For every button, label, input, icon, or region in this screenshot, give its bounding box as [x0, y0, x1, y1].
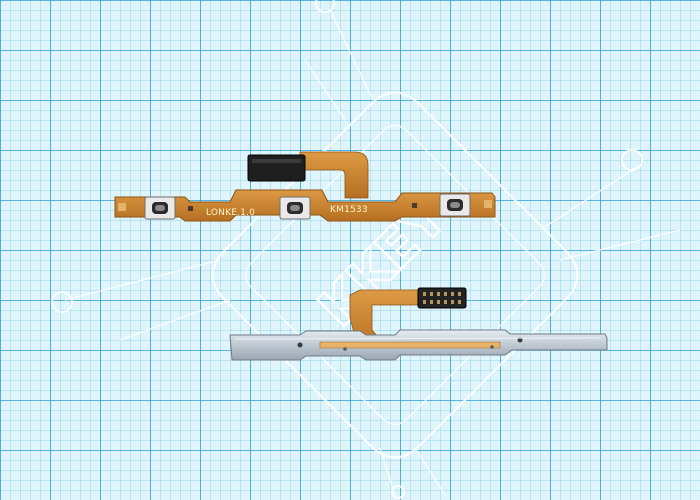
upper-connector [247, 154, 306, 182]
upper-button-left [144, 196, 176, 220]
upper-flex-cable: LONKE.1.0 KM1533 [114, 151, 496, 222]
lower-connector [417, 287, 467, 309]
silkscreen-left: LONKE.1.0 [206, 208, 255, 218]
watermark-spokes [64, 9, 681, 496]
watermark-frame [211, 91, 579, 459]
upper-button-middle [279, 196, 311, 220]
upper-ribbon [299, 151, 369, 199]
silkscreen-right: KM1533 [330, 205, 368, 215]
lower-flex-cable [229, 287, 608, 361]
upper-button-right [439, 193, 471, 217]
watermark-nodes [51, 0, 643, 499]
watermark-frame-inner [244, 124, 546, 426]
